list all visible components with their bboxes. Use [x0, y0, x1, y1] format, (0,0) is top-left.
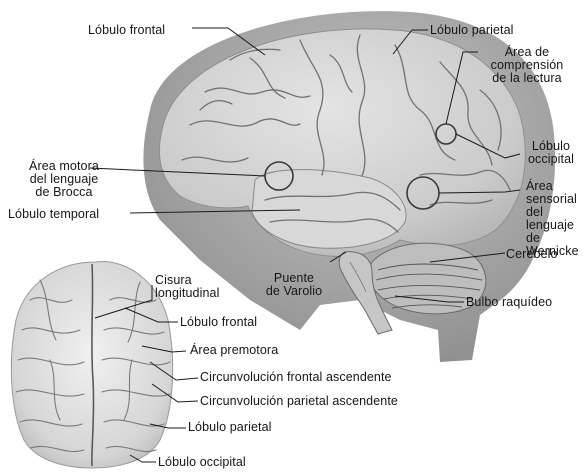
label-lobulo-frontal: Lóbulo frontal — [88, 24, 165, 37]
label-cisura-longitudinal: Cisura longitudinal — [155, 274, 219, 300]
label-area-comprension-lectura: Área de comprensión de la lectura — [472, 46, 582, 85]
label-lobulo-occipital-side: Lóbulo occipital — [518, 140, 584, 166]
label-puente-varolio: Puente de Varolio — [252, 272, 336, 298]
label-lobulo-frontal-top: Lóbulo frontal — [180, 316, 257, 329]
label-area-broca: Área motora del lenguaje de Brocca — [14, 160, 114, 199]
label-circ-parietal-ascendente: Circunvolución parietal ascendente — [200, 395, 398, 408]
label-lobulo-temporal: Lóbulo temporal — [8, 208, 99, 221]
label-circ-frontal-ascendente: Circunvolución frontal ascendente — [200, 371, 392, 384]
label-cerebelo: Cerebelo — [506, 248, 558, 261]
label-lobulo-occipital-top: Lóbulo occipital — [158, 456, 246, 469]
label-bulbo-raquideo: Bulbo raquídeo — [466, 296, 552, 309]
label-area-premotora: Área premotora — [190, 344, 278, 357]
label-lobulo-parietal-top: Lóbulo parietal — [188, 421, 272, 434]
label-lobulo-parietal: Lóbulo parietal — [430, 24, 514, 37]
